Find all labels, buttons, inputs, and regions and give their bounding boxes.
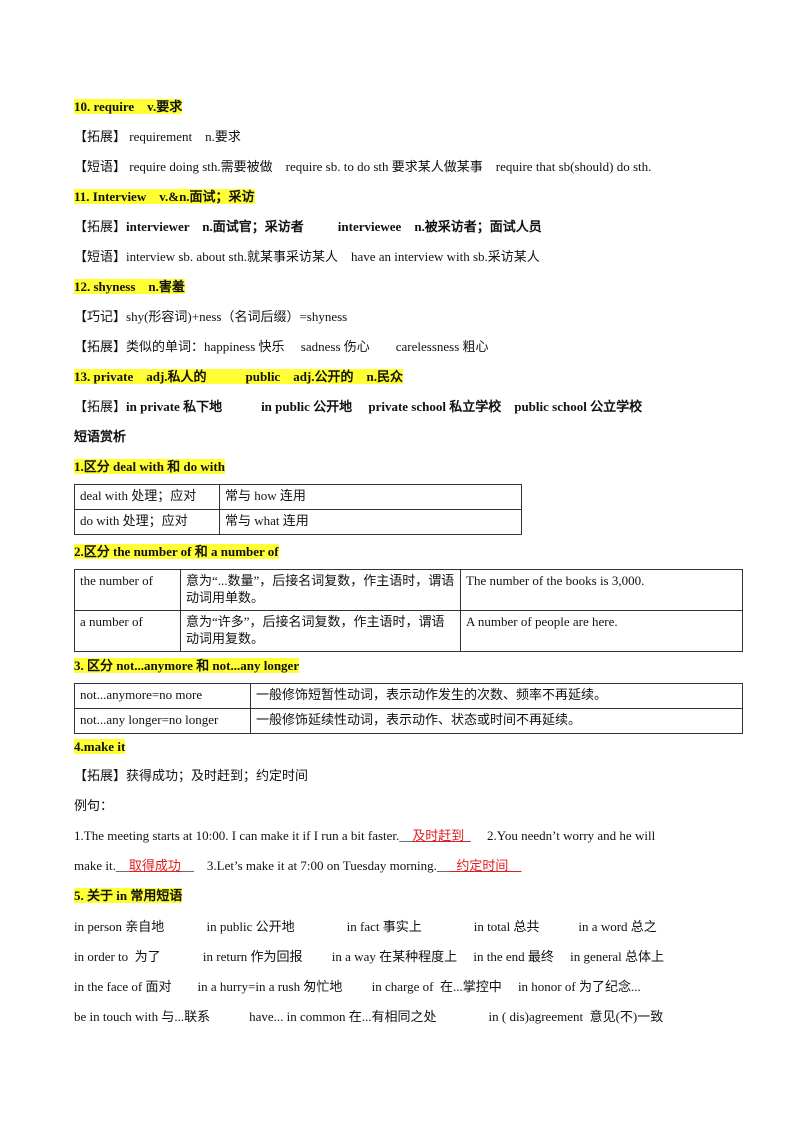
table-deal-with: deal with 处理；应对 常与 how 连用 do with 处理；应对 … (74, 484, 522, 535)
phrase-line: in the face of 面对 in a hurry=in a rush 匆… (74, 979, 641, 994)
tag: 【短语】 (74, 159, 127, 174)
heading-text: 12. shyness n.害羞 (74, 279, 185, 294)
text: 2.You needn’t worry and he will (470, 828, 656, 843)
table-cell: The number of the books is 3,000. (460, 569, 743, 611)
table-number-of: the number of 意为“...数量”，后接名词复数，作主语时，谓语动词… (74, 569, 743, 652)
line-interview-extension: 【拓展】interviewer n.面试官；采访者 interviewee n.被… (74, 218, 542, 236)
tag: 【巧记】 (74, 309, 127, 324)
table-row: do with 处理；应对 常与 what 连用 (74, 509, 522, 535)
table-cell: do with 处理；应对 (74, 509, 220, 535)
heading-text: 5. 关于 in 常用短语 (74, 888, 183, 903)
table-row: a number of 意为“许多”，后接名词复数，作主语时，谓语动词用复数。 … (74, 610, 743, 652)
heading-number-of: 2.区分 the number of 和 a number of (74, 543, 279, 561)
tag: 【拓展】 (74, 129, 127, 144)
line-require-phrases: 【短语】 require doing sth.需要被做 require sb. … (74, 158, 651, 176)
example-line-1: 1.The meeting starts at 10:00. I can mak… (74, 827, 655, 845)
text: requirement n.要求 (126, 129, 241, 144)
heading-shyness: 12. shyness n.害羞 (74, 278, 185, 296)
heading-interview: 11. Interview v.&n.面试；采访 (74, 188, 255, 206)
heading-private: 13. private adj.私人的 public adj.公开的 n.民众 (74, 368, 403, 386)
line-interview-phrases: 【短语】interview sb. about sth.就某事采访某人 have… (74, 248, 540, 266)
tag: 【拓展】 (74, 219, 127, 234)
heading-text: 13. private adj.私人的 public adj.公开的 n.民众 (74, 369, 403, 384)
table-cell: 意为“...数量”，后接名词复数，作主语时，谓语动词用单数。 (180, 569, 461, 611)
text: 1.The meeting starts at 10:00. I can mak… (74, 828, 413, 843)
heading-deal-with: 1.区分 deal with 和 do with (74, 458, 225, 476)
answer: 取得成功 (128, 858, 181, 873)
line-make-it-extension: 【拓展】获得成功；及时赶到；约定时间 (74, 767, 308, 785)
heading-require: 10. require v.要求 (74, 98, 183, 116)
tag: 【短语】 (74, 249, 127, 264)
table-cell: deal with 处理；应对 (74, 484, 220, 510)
table-cell: 一般修饰短暂性动词，表示动作发生的次数、频率不再延续。 (250, 683, 743, 709)
line-private-extension: 【拓展】in private 私下地 in public 公开地 private… (74, 398, 642, 416)
text: 获得成功；及时赶到；约定时间 (126, 768, 309, 783)
text: in private 私下地 in public 公开地 private sch… (126, 399, 643, 414)
text: 类似的单词：happiness 快乐 sadness 伤心 carelessne… (126, 339, 489, 354)
heading-text: 10. require v.要求 (74, 99, 183, 114)
text: require doing sth.需要被做 require sb. to do… (126, 159, 652, 174)
heading-anymore: 3. 区分 not...anymore 和 not...any longer (74, 657, 300, 675)
tag: 【拓展】 (74, 399, 127, 414)
line-require-extension: 【拓展】 requirement n.要求 (74, 128, 241, 146)
heading-in-phrases: 5. 关于 in 常用短语 (74, 887, 183, 905)
heading-text: 4.make it (74, 739, 126, 754)
heading-text: 1.区分 deal with 和 do with (74, 459, 225, 474)
heading-make-it: 4.make it (74, 738, 126, 756)
answer: _约定时间__ (449, 858, 522, 873)
text: interviewer n.面试官；采访者 (126, 219, 304, 234)
phrase-line: in person 亲自地 in public 公开地 in fact 事实上 … (74, 919, 657, 934)
table-cell: the number of (74, 569, 181, 611)
table-row: deal with 处理；应对 常与 how 连用 (74, 484, 522, 510)
text: make it.__ (74, 858, 129, 873)
line-shyness-extension: 【拓展】类似的单词：happiness 快乐 sadness 伤心 carele… (74, 338, 489, 356)
table-cell: not...any longer=no longer (74, 708, 251, 734)
table-anymore: not...anymore=no more 一般修饰短暂性动词，表示动作发生的次… (74, 683, 743, 734)
table-cell: a number of (74, 610, 181, 652)
table-row: the number of 意为“...数量”，后接名词复数，作主语时，谓语动词… (74, 569, 743, 611)
text: __ 3.Let’s make it at 7:00 on Tuesday mo… (180, 858, 450, 873)
table-cell: 意为“许多”，后接名词复数，作主语时，谓语动词用复数。 (180, 610, 461, 652)
table-cell: 常与 what 连用 (219, 509, 522, 535)
text: shy(形容词)+ness（名词后缀）=shyness (126, 309, 348, 324)
table-cell: 一般修饰延续性动词，表示动作、状态或时间不再延续。 (250, 708, 743, 734)
heading-text: 3. 区分 not...anymore 和 not...any longer (74, 658, 300, 673)
table-row: not...any longer=no longer 一般修饰延续性动词，表示动… (74, 708, 743, 734)
example-line-2: make it.__取得成功__ 3.Let’s make it at 7:00… (74, 857, 521, 875)
phrase-analysis-title: 短语赏析 (74, 429, 127, 444)
example-label: 例句： (74, 798, 114, 813)
heading-text: 11. Interview v.&n.面试；采访 (74, 189, 255, 204)
phrase-line: be in touch with 与...联系 have... in commo… (74, 1009, 664, 1024)
table-cell: A number of people are here. (460, 610, 743, 652)
table-row: not...anymore=no more 一般修饰短暂性动词，表示动作发生的次… (74, 683, 743, 709)
heading-text: 2.区分 the number of 和 a number of (74, 544, 279, 559)
table-cell: 常与 how 连用 (219, 484, 522, 510)
text: interview sb. about sth.就某事采访某人 have an … (126, 249, 540, 264)
tag: 【拓展】 (74, 768, 127, 783)
tag: 【拓展】 (74, 339, 127, 354)
table-cell: not...anymore=no more (74, 683, 251, 709)
text: interviewee n.被采访者；面试人员 (337, 219, 542, 234)
answer: 及时赶到_ (412, 828, 471, 843)
line-shyness-mnemonic: 【巧记】shy(形容词)+ness（名词后缀）=shyness (74, 308, 347, 326)
phrase-line: in order to 为了 in return 作为回报 in a way 在… (74, 949, 664, 964)
